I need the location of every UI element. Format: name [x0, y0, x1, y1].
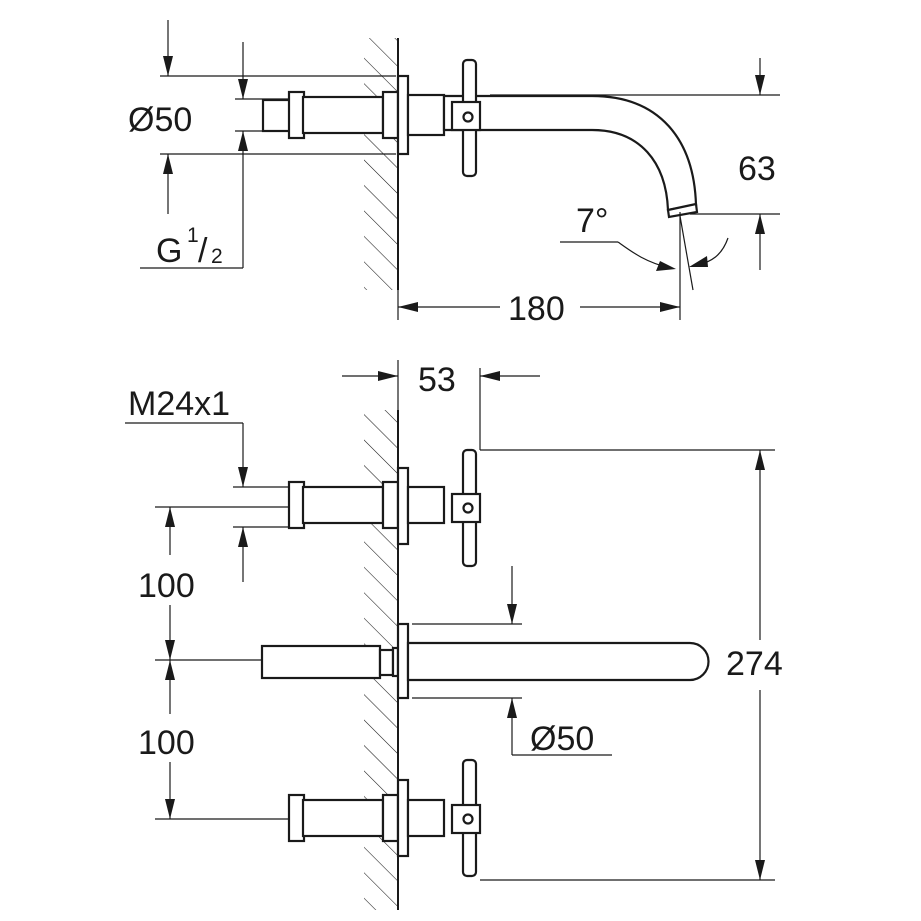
valve-body-upper	[287, 466, 446, 546]
label-thread-m: M24x1	[128, 385, 230, 423]
label-thread-g: G	[156, 232, 182, 270]
dim-spout-diameter	[507, 566, 612, 756]
label-spacing-upper: 100	[138, 567, 195, 605]
dim-handle-offset	[342, 360, 540, 450]
spout-body-front	[260, 622, 710, 700]
label-spout-diameter: Ø50	[530, 720, 594, 758]
dim-spout-angle	[560, 212, 729, 320]
handle-lower	[450, 758, 482, 878]
label-spacing-lower: 100	[138, 724, 195, 762]
label-thread-g-slash: /	[198, 232, 208, 270]
label-spout-drop: 63	[738, 150, 776, 188]
label-handle-offset: 53	[418, 361, 456, 399]
handle-upper	[450, 448, 482, 568]
in-wall-body-side	[261, 90, 400, 140]
label-overall-height: 274	[726, 645, 783, 683]
front-view: 53 M24x1 100 100 274	[125, 360, 783, 910]
dim-spout-projection	[397, 290, 680, 320]
label-spout-projection: 180	[508, 290, 565, 328]
handle-side	[450, 58, 482, 178]
label-outlet-diameter: Ø50	[128, 101, 192, 139]
label-thread-g-numerator: 1	[187, 224, 199, 247]
dim-overall-height	[755, 450, 765, 880]
dim-spacing	[165, 507, 175, 819]
dim-thread-g	[140, 42, 248, 269]
spout-side	[396, 74, 699, 219]
dim-thread-m	[125, 422, 248, 582]
dim-spout-drop	[490, 58, 780, 270]
label-spout-angle: 7°	[576, 202, 609, 240]
dim-outlet-diameter	[163, 20, 173, 214]
label-thread-g-denominator: 2	[211, 245, 223, 268]
valve-body-lower	[287, 778, 446, 858]
side-view: Ø50 G 1 / 2 63	[128, 20, 780, 328]
